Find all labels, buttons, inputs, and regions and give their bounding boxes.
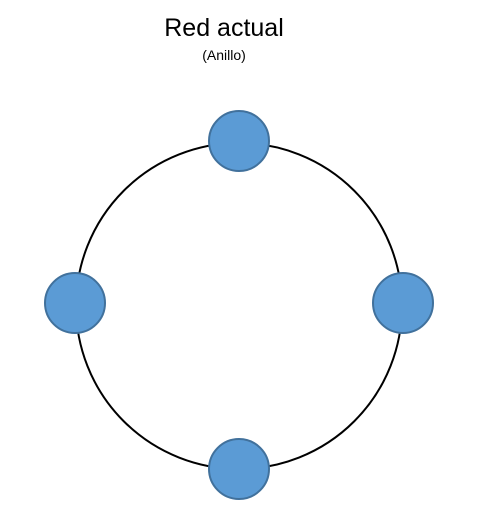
network-node-top (208, 110, 270, 172)
network-node-right (372, 272, 434, 334)
diagram-subtitle: (Anillo) (202, 47, 246, 63)
network-node-bottom (208, 438, 270, 500)
network-node-left (44, 272, 106, 334)
diagram-title: Red actual (164, 14, 284, 42)
ring-connection (75, 142, 403, 470)
